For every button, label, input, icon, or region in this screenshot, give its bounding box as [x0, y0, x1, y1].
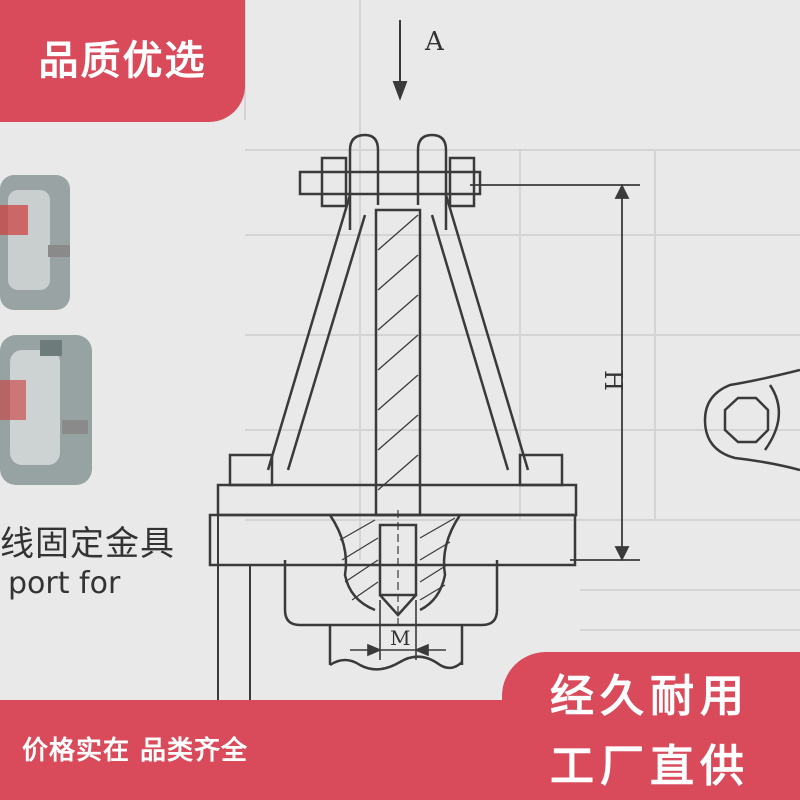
dimension-h: [470, 183, 640, 562]
label-h: H: [599, 370, 627, 391]
background-table: [244, 0, 800, 631]
fitting-body: [208, 133, 578, 671]
caption-chinese: 线固定金具: [0, 524, 175, 564]
slogan-left: 价格实在 品类齐全: [22, 735, 249, 766]
arrow-a: [392, 20, 408, 101]
slogan-factory: 工厂直供: [550, 741, 750, 792]
durability-badge: 经久耐用 工厂直供: [502, 652, 800, 800]
caption-english: port for: [8, 566, 121, 601]
cast-hatching: [339, 517, 456, 601]
product-photo: [0, 175, 92, 485]
quality-badge: 品质优选: [0, 0, 245, 122]
left-extension: [217, 485, 251, 700]
dimension-m: [350, 600, 446, 660]
side-view: [703, 368, 800, 472]
slogan-durable: 经久耐用: [550, 671, 750, 722]
label-m: M: [390, 626, 410, 650]
quality-badge-text: 品质优选: [38, 38, 207, 84]
label-a: A: [424, 27, 445, 57]
